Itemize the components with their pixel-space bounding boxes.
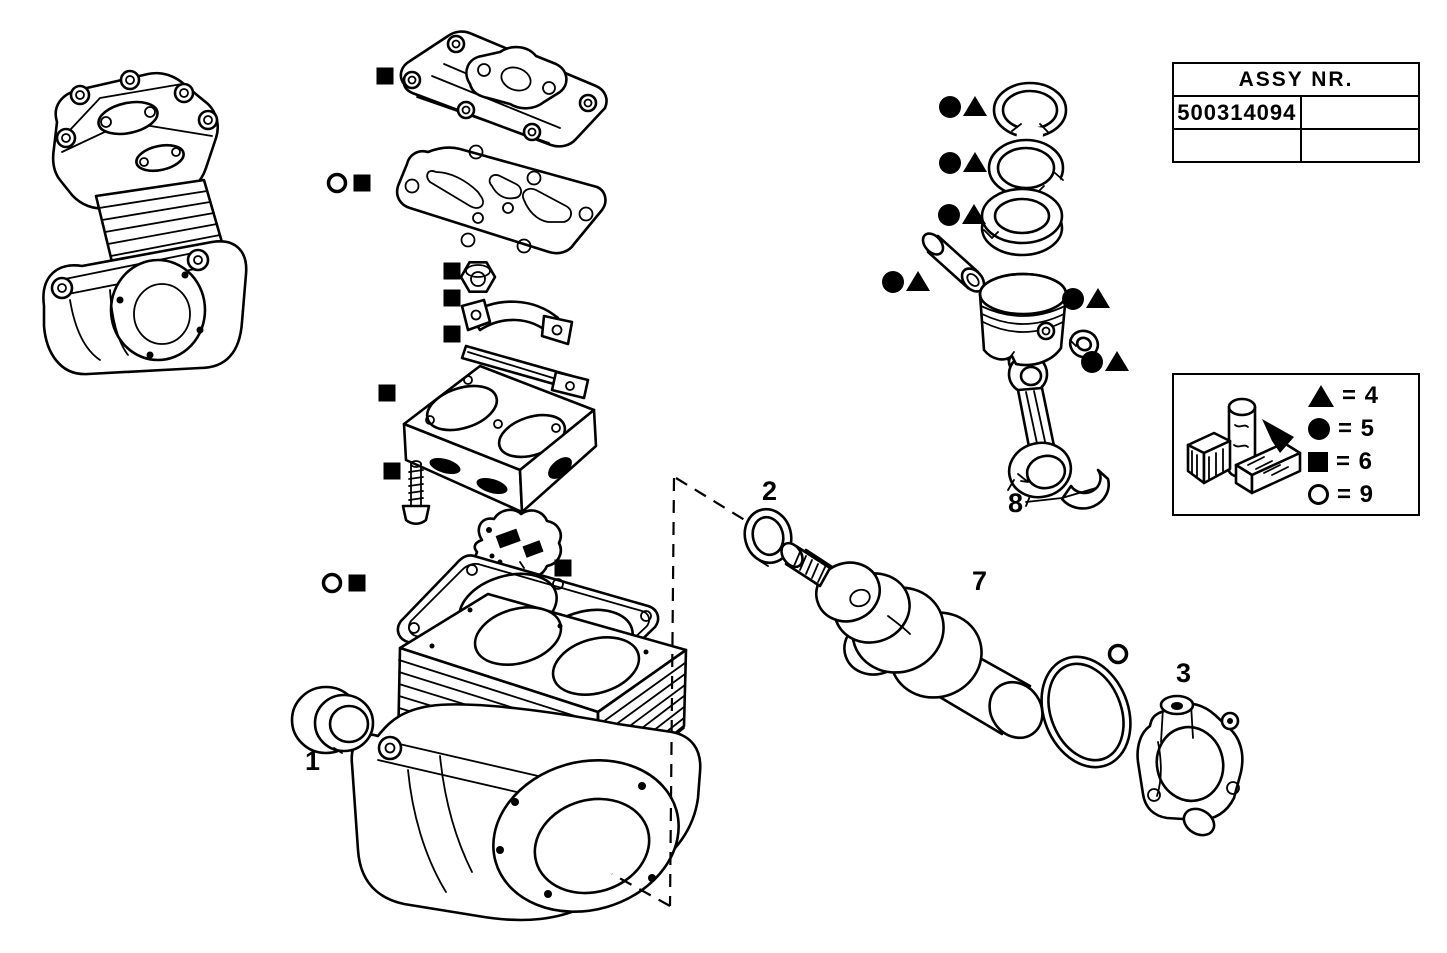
- legend-rows: = 4 = 5 = 6 = 9: [1308, 381, 1379, 509]
- assy-number-cell: 500314094: [1172, 95, 1302, 130]
- circle-filled-icon: [1308, 417, 1330, 440]
- head-bolts: [55, 69, 219, 149]
- marker-triangle-filled-icon: [962, 204, 986, 224]
- marker-circle-filled-icon: [1062, 288, 1084, 310]
- legend-value-square: = 6: [1336, 447, 1374, 475]
- assembly-guide-lines: [611, 477, 749, 907]
- legend-value-circle: = 5: [1338, 414, 1376, 442]
- nut: [459, 261, 497, 293]
- label-8-leader: [1025, 487, 1097, 503]
- marker-triangle-filled-icon: [963, 96, 987, 116]
- assy-empty-cell: [1299, 95, 1421, 130]
- seal-ring: [743, 507, 793, 567]
- part-label-1: 1: [305, 746, 321, 776]
- marker-triangle-filled-icon: [1086, 288, 1110, 308]
- marker-circle-open-icon: [321, 572, 343, 594]
- connecting-rod: [1007, 351, 1073, 507]
- gasket-bolt-holes: [404, 144, 594, 254]
- piston: [978, 272, 1068, 367]
- valve-plate-gasket: [395, 144, 607, 255]
- bushing: [290, 685, 375, 755]
- head-cover-plate: [399, 30, 608, 148]
- part-label-2: 2: [762, 476, 778, 506]
- marker-circle-filled-icon: [882, 271, 904, 293]
- triangle-filled-icon: [1308, 384, 1334, 407]
- cover-bolt-holes: [402, 34, 598, 142]
- part-label-7: 7: [972, 566, 988, 596]
- square-filled-icon: [1308, 451, 1328, 472]
- legend-value-triangle: = 4: [1342, 381, 1380, 409]
- marker-triangle-filled-icon: [1105, 351, 1129, 371]
- marker-square-filled-icon: [378, 384, 396, 402]
- marker-square-filled-icon: [554, 559, 572, 577]
- reed-valve-strip: [460, 344, 590, 400]
- assy-empty-cell: [1299, 128, 1421, 163]
- head-bolt: [401, 460, 431, 526]
- part-label-3: 3: [1176, 658, 1192, 688]
- cylinder-head: [402, 364, 598, 514]
- oil-ring: [980, 187, 1064, 257]
- assembled-compressor: [42, 69, 248, 376]
- kit-arrow-icon: [1262, 419, 1294, 453]
- marker-square-filled-icon: [376, 67, 394, 85]
- valve-spring-leaf: [460, 298, 574, 346]
- piston-pin: [921, 232, 986, 293]
- marker-circle-filled-icon: [939, 96, 961, 118]
- legend-row-triangle: = 4: [1308, 381, 1379, 410]
- marker-square-filled-icon: [443, 289, 461, 307]
- marker-circle-filled-icon: [938, 204, 960, 226]
- repair-kit-illustration: [1186, 397, 1302, 495]
- legend-row-circle: = 5: [1308, 414, 1379, 443]
- end-cover: [1136, 694, 1244, 837]
- marker-circle-open-icon: [1107, 643, 1129, 665]
- legend-box: = 4 = 5 = 6 = 9: [1172, 373, 1420, 516]
- o-ring: [1040, 655, 1132, 769]
- assy-table-header: ASSY NR.: [1172, 62, 1420, 97]
- legend-row-ring: = 9: [1308, 480, 1379, 509]
- legend-value-ring: = 9: [1337, 480, 1375, 508]
- piston-ring-1: [992, 81, 1068, 144]
- marker-square-filled-icon: [443, 325, 461, 343]
- crankcase: [350, 703, 702, 922]
- marker-square-filled-icon: [348, 574, 366, 592]
- crankshaft: [780, 541, 1044, 740]
- kit-box-left: [1186, 431, 1232, 485]
- marker-circle-open-icon: [326, 172, 348, 194]
- legend-row-square: = 6: [1308, 447, 1379, 476]
- part-label-8: 8: [1008, 488, 1024, 518]
- assy-table: ASSY NR. 500314094: [1172, 62, 1421, 163]
- marker-circle-filled-icon: [939, 152, 961, 174]
- marker-square-filled-icon: [353, 174, 371, 192]
- circlip: [1068, 329, 1100, 359]
- marker-triangle-filled-icon: [906, 271, 930, 291]
- circle-open-icon: [1308, 484, 1329, 505]
- marker-triangle-filled-icon: [963, 152, 987, 172]
- assy-empty-cell: [1172, 128, 1302, 163]
- kit-markers-layer: [321, 67, 1129, 665]
- kit-box-right: [1234, 441, 1302, 495]
- marker-circle-filled-icon: [1081, 351, 1103, 373]
- marker-square-filled-icon: [383, 462, 401, 480]
- marker-square-filled-icon: [443, 262, 461, 280]
